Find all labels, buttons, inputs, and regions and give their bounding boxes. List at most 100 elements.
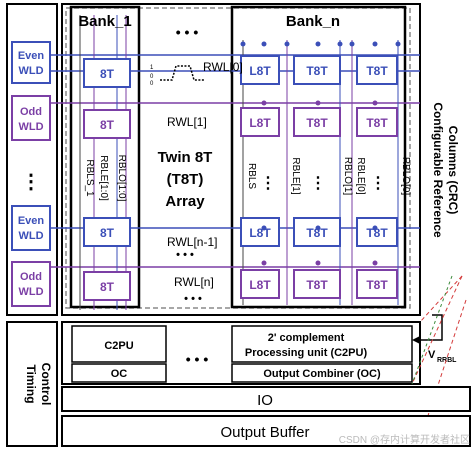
connection-dot <box>315 260 321 266</box>
wld-even-n: Even WLD <box>11 205 51 251</box>
rblo-1-label: RBLO[1:0] <box>116 155 127 202</box>
vrrbl-arrowhead <box>412 336 420 344</box>
bank-n-title: Bank_n <box>286 13 340 30</box>
cell-t8t-label: T8T <box>366 278 388 292</box>
array-title-line-1: Twin 8T <box>158 149 213 166</box>
cell-8t <box>83 217 131 247</box>
cell-t8t <box>356 217 398 247</box>
connection-dot <box>372 225 378 231</box>
array-frame <box>61 3 421 316</box>
wld-odd-label-2: WLD <box>18 121 43 133</box>
rble-1-label: RBLE[1:0] <box>98 155 109 201</box>
pulse-high-label: 1 <box>150 65 154 71</box>
connection-dot <box>349 41 355 47</box>
vrrbl-signal: V RRBL <box>412 314 457 364</box>
wld-odd-n: Odd WLD <box>11 261 51 307</box>
cell-t8t <box>356 269 398 299</box>
timing-control-label-2: Control <box>39 363 53 406</box>
bank-n-cells: L8T T8T T8T L8T T8T T8T L8T T8T T8T L8T … <box>240 55 398 299</box>
rbls-label: RBLS <box>246 163 257 189</box>
bank-n-top-connection-dots <box>240 41 401 47</box>
output-buffer-box <box>61 415 471 447</box>
processing-frame <box>61 321 421 385</box>
rwl-ellipsis: • • • <box>176 249 194 261</box>
cell-t8t-label: T8T <box>306 116 328 130</box>
oc-full-box <box>231 363 413 383</box>
bitline-vertical-ellipsis: ⋮ <box>310 175 326 192</box>
wld-even-box <box>11 41 51 84</box>
cell-8t-label: 8T <box>100 67 115 81</box>
bank-1-title: Bank_1 <box>78 13 131 30</box>
rblo1-label: RBLO[1] <box>342 157 353 196</box>
cell-8t-label: 8T <box>100 226 115 240</box>
vrrbl-subscript: RRBL <box>437 357 457 364</box>
cell-8t <box>83 271 131 301</box>
bank-1-cells: 8T 8T 8T 8T <box>83 58 131 301</box>
output-buffer-label: Output Buffer <box>221 424 310 441</box>
cell-t8t <box>293 107 341 137</box>
timing-control-label-1: Timing <box>24 364 38 403</box>
connection-dot <box>315 100 321 106</box>
cell-l8t <box>240 55 280 85</box>
timing-control-frame <box>6 321 58 447</box>
cell-8t-label: 8T <box>100 118 115 132</box>
rwl-1-label: RWL[1] <box>167 115 207 129</box>
cell-l8t-label: L8T <box>249 116 271 130</box>
cell-t8t <box>293 55 341 85</box>
bank-ellipsis: • • • <box>176 24 199 40</box>
pulse-low-label: 0 <box>150 74 154 80</box>
c2pu-full-label-1: 2' complement <box>268 332 345 344</box>
wld-column-frame <box>6 3 58 316</box>
rble0-label: RBLE[0] <box>355 157 366 194</box>
cell-l8t <box>240 217 280 247</box>
wld-ellipsis: ⋮ <box>21 171 41 193</box>
wld-even-label-2: WLD <box>18 65 43 77</box>
crc-label-line-1: Configurable Reference <box>431 102 445 238</box>
connection-dot <box>315 225 321 231</box>
rwl-n-1-label: RWL[n-1] <box>167 235 217 249</box>
cell-t8t <box>293 217 341 247</box>
array-title-line-3: Array <box>165 193 205 210</box>
connection-dot <box>261 225 267 231</box>
cell-t8t-label: T8T <box>366 116 388 130</box>
connection-dot <box>240 41 246 47</box>
cell-l8t-label: L8T <box>249 64 271 78</box>
c2pu-full-label-2: Processing unit (C2PU) <box>245 347 368 359</box>
array-title-line-2: (T8T) <box>167 171 204 188</box>
connection-dot <box>372 260 378 266</box>
wld-odd-label-1: Odd <box>20 106 42 118</box>
vrrbl-label: V <box>428 349 436 361</box>
connection-dot <box>372 41 378 47</box>
zoom-guide-red <box>411 275 463 385</box>
cell-8t <box>83 58 131 88</box>
connection-dot <box>284 41 290 47</box>
processing-ellipsis: • • • <box>186 351 209 367</box>
io-box <box>61 386 471 412</box>
wld-odd-label-2: WLD <box>18 286 43 298</box>
cell-t8t-label: T8T <box>366 226 388 240</box>
wld-odd-box <box>11 95 51 141</box>
cell-l8t <box>240 269 280 299</box>
wld-odd-0: Odd WLD <box>11 95 51 141</box>
oc-full-label: Output Combiner (OC) <box>263 368 381 380</box>
io-label: IO <box>257 392 273 409</box>
c2pu-label: C2PU <box>104 340 133 352</box>
rblo0-label: RBLO[0] <box>400 157 411 196</box>
zoom-guide-red-2 <box>419 275 463 323</box>
cell-l8t-label: L8T <box>249 226 271 240</box>
rwl-ellipsis-bottom: • • • <box>184 293 202 305</box>
connection-dot <box>372 100 378 106</box>
bank-n-frame <box>230 5 407 309</box>
c2pu-box <box>71 325 167 363</box>
cell-t8t-label: T8T <box>306 64 328 78</box>
connection-dot <box>395 41 401 47</box>
cell-l8t-label: L8T <box>249 278 271 292</box>
cell-t8t-label: T8T <box>306 278 328 292</box>
csdn-watermark: CSDN @存内计算开发者社区 <box>339 433 470 446</box>
zoom-guide-green <box>411 275 453 385</box>
wld-even-label-1: Even <box>18 215 45 227</box>
connection-dot <box>337 41 343 47</box>
cell-t8t <box>293 269 341 299</box>
wld-odd-box <box>11 261 51 307</box>
